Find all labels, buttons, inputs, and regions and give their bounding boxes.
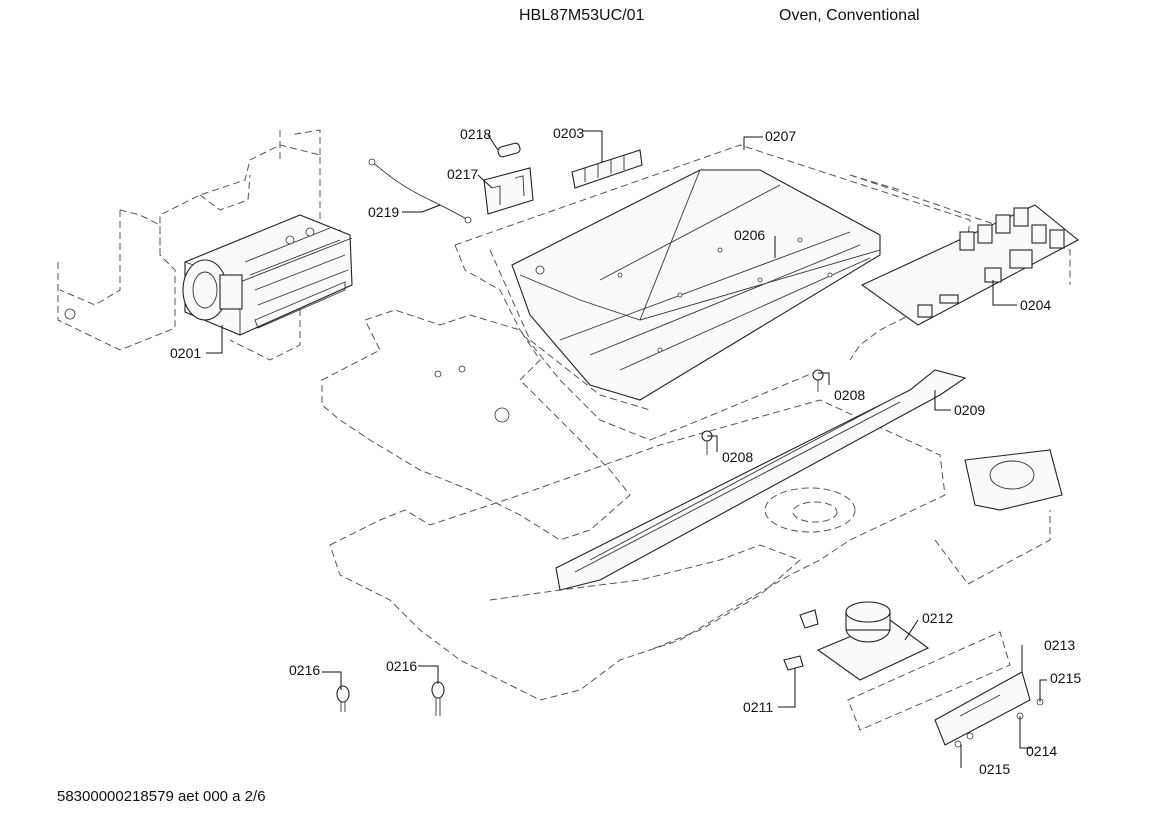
rear-chassis-outline [454,144,1071,441]
fuse-part [497,142,521,158]
part-label: 0208 [834,387,865,403]
part-label: 0211 [743,699,773,715]
part-label: 0213 [1044,637,1075,653]
top-cover-plate [511,169,881,401]
motor-assembly [182,214,353,336]
part-label: 0216 [289,662,320,678]
part-label: 0207 [765,128,796,144]
model-number: HBL87M53UC/01 [519,7,645,24]
part-label: 0217 [447,166,478,182]
part-label: 0215 [979,761,1010,777]
part-labels: 0201 0203 0204 0206 0207 0208 0208 0209 … [170,125,1081,777]
thermostat-assembly [783,601,930,681]
board-relays [917,207,1065,318]
part-label: 0203 [553,125,584,141]
plate-holes [535,237,833,353]
part-label: 0209 [954,402,985,418]
part-label: 0204 [1020,297,1051,313]
appliance-description: Oven, Conventional [779,7,920,24]
part-label: 0219 [368,204,399,220]
part-label: 0214 [1026,743,1057,759]
right-cover-outline [934,449,1063,585]
document-id: 58300000218579 aet 000 a 2/6 [57,788,266,805]
part-label: 0218 [460,126,491,142]
connector-strip-part [571,149,643,189]
front-rail [555,369,967,591]
base-pan-outline [329,399,946,701]
fuse-holder-part [483,167,534,215]
mid-chassis-outline [321,309,631,541]
part-label: 0208 [722,449,753,465]
part-label: 0216 [386,658,417,674]
part-label: 0215 [1050,670,1081,686]
control-board [860,204,1079,326]
part-label: 0201 [170,345,201,361]
screws [701,369,824,455]
part-label: 0206 [734,227,765,243]
studs [336,681,445,716]
cable-part [368,158,472,224]
part-label: 0212 [922,610,953,626]
leader-lines [206,130,1047,768]
